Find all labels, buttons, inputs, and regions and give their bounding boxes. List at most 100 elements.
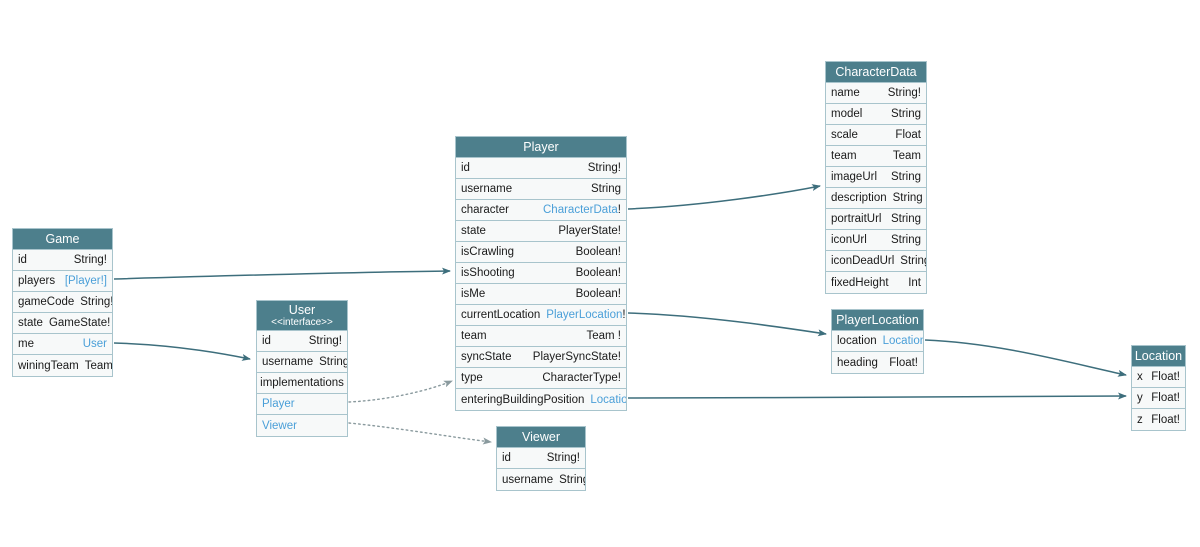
field-type: String!	[73, 254, 107, 266]
field-type[interactable]: CharacterData!	[543, 204, 621, 216]
field-name: location	[837, 335, 877, 347]
field-row[interactable]: gameCode String!	[13, 292, 112, 313]
implementations-header: implementations	[257, 373, 347, 394]
field-name: id	[502, 452, 511, 464]
entity-playerlocation[interactable]: PlayerLocationlocationLocation!headingFl…	[831, 309, 924, 374]
field-name: username	[502, 473, 554, 486]
non-null-marker: !	[617, 204, 621, 216]
field-type[interactable]: Location	[590, 393, 626, 406]
field-name: isShooting	[461, 267, 515, 279]
field-row[interactable]: team Team	[826, 146, 926, 167]
implementation-item[interactable]: Viewer	[257, 415, 347, 436]
field-name: state	[18, 317, 43, 329]
field-type: String	[900, 255, 926, 267]
field-name: description	[831, 192, 887, 204]
field-type: String	[590, 183, 621, 195]
field-row[interactable]: isCrawling Boolean!	[456, 242, 626, 263]
field-type: String!	[887, 87, 921, 99]
field-type: Team	[84, 359, 112, 372]
field-row[interactable]: imageUrl String	[826, 167, 926, 188]
implementation-name: Viewer	[262, 419, 297, 432]
edge-player-enteringbuildingposition-to-location	[627, 392, 1127, 400]
field-name: z	[1137, 413, 1143, 426]
field-name: isCrawling	[461, 246, 515, 258]
field-name: x	[1137, 371, 1143, 383]
field-type: Boolean!	[575, 288, 621, 300]
field-row[interactable]: isShooting Boolean!	[456, 263, 626, 284]
field-type[interactable]: Location!	[882, 335, 923, 347]
field-type: String	[319, 356, 347, 368]
field-type: String	[890, 234, 921, 246]
field-row[interactable]: location Location!	[832, 331, 923, 352]
field-row[interactable]: iconDeadUrlString	[826, 251, 926, 272]
field-type[interactable]: User	[82, 338, 107, 350]
field-name: state	[461, 225, 486, 237]
field-type: Team	[892, 150, 921, 162]
field-type: Float!	[1151, 413, 1180, 426]
field-type: Int	[908, 276, 921, 289]
field-type: String	[890, 171, 921, 183]
field-name: players	[18, 275, 56, 287]
field-type: String!	[308, 335, 342, 347]
field-row[interactable]: z Float!	[1132, 409, 1185, 430]
field-name: username	[262, 356, 314, 368]
field-name: syncState	[461, 351, 512, 363]
field-type: Boolean!	[575, 246, 621, 258]
field-name: team	[831, 150, 857, 162]
entity-header-viewer: Viewer	[497, 427, 585, 448]
field-type: Team !	[586, 330, 621, 342]
field-type: String!	[80, 296, 112, 308]
field-row[interactable]: type CharacterType!	[456, 368, 626, 389]
field-type: Boolean!	[575, 267, 621, 279]
field-row[interactable]: username String	[257, 352, 347, 373]
implementation-item[interactable]: Player	[257, 394, 347, 415]
field-type: String	[890, 213, 921, 225]
field-name: iconUrl	[831, 234, 867, 246]
field-name: type	[461, 372, 483, 384]
field-row[interactable]: iconUrl String	[826, 230, 926, 251]
field-type: CharacterType!	[542, 372, 621, 384]
field-name: enteringBuildingPosition	[461, 393, 585, 406]
field-row[interactable]: enteringBuildingPosition Location	[456, 389, 626, 410]
field-name: gameCode	[18, 296, 75, 308]
field-row[interactable]: currentLocation PlayerLocation!	[456, 305, 626, 326]
field-name: model	[831, 108, 863, 120]
field-name: currentLocation	[461, 309, 541, 321]
field-type[interactable]: PlayerLocation!	[546, 309, 626, 321]
field-name: imageUrl	[831, 171, 878, 183]
non-null-marker: !	[622, 309, 626, 321]
field-type: String!	[587, 162, 621, 174]
field-type[interactable]: [Player!]	[64, 275, 107, 287]
field-row[interactable]: players [Player!]	[13, 271, 112, 292]
